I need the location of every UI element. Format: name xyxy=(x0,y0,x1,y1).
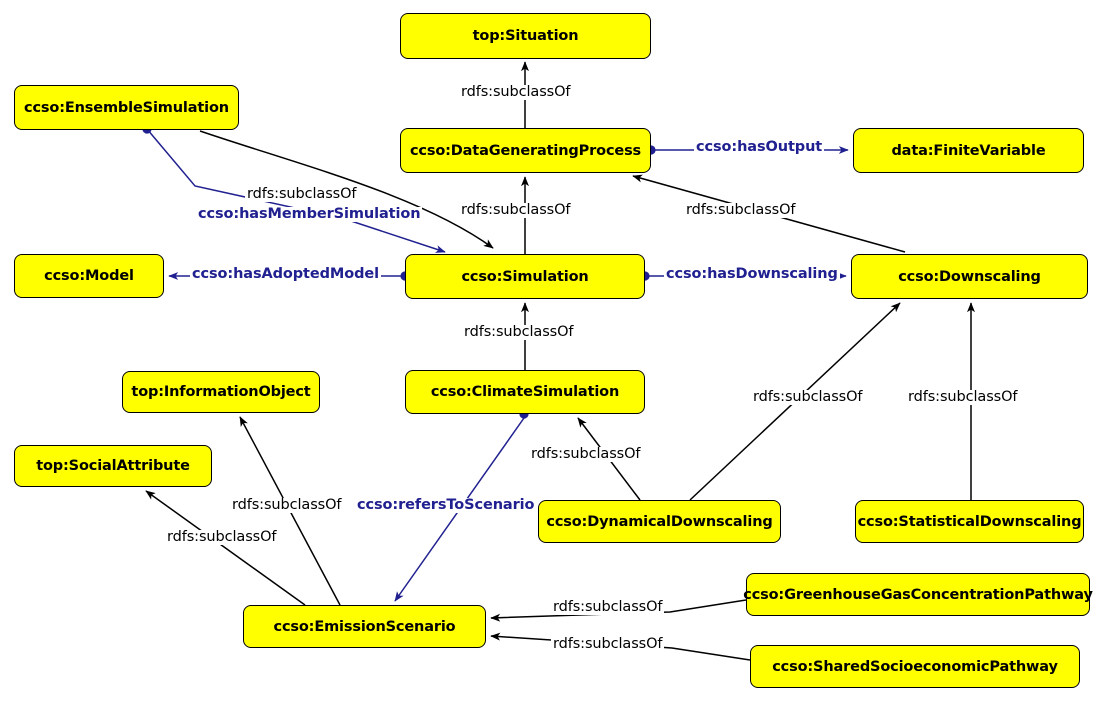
node-label: ccso:StatisticalDownscaling xyxy=(857,513,1082,530)
node-label: ccso:SharedSocioeconomicPathway xyxy=(772,658,1058,675)
edge-label-ghgpathway-subclassof-emissionscen: rdfs:subclassOf xyxy=(551,599,665,616)
edge-label-emissionscen-subclassof-infoobject: rdfs:subclassOf xyxy=(230,497,344,514)
edge-label-statdown-subclassof-downscaling: rdfs:subclassOf xyxy=(906,389,1020,406)
node-label: top:InformationObject xyxy=(131,384,311,400)
edge-label-dgp-hasoutput-finitevariable: ccso:hasOutput xyxy=(694,139,825,156)
node-label: ccso:DynamicalDownscaling xyxy=(546,513,773,530)
node-ccso-statisticaldownscaling[interactable]: ccso:StatisticalDownscaling xyxy=(855,500,1084,543)
node-ccso-simulation[interactable]: ccso:Simulation xyxy=(405,254,645,299)
node-label: ccso:Model xyxy=(44,268,134,284)
node-ccso-model[interactable]: ccso:Model xyxy=(14,254,164,298)
node-top-situation[interactable]: top:Situation xyxy=(400,13,651,59)
node-label: top:Situation xyxy=(472,28,579,44)
node-label: top:SocialAttribute xyxy=(36,458,190,474)
edge-label-simulation-hasadoptedmodel-model: ccso:hasAdoptedModel xyxy=(190,266,381,283)
node-ccso-dynamicaldownscaling[interactable]: ccso:DynamicalDownscaling xyxy=(538,500,781,543)
node-ccso-datageneratingprocess[interactable]: ccso:DataGeneratingProcess xyxy=(400,128,651,173)
edge-label-sspathway-subclassof-emissionscen: rdfs:subclassOf xyxy=(551,636,665,653)
node-ccso-climatesimulation[interactable]: ccso:ClimateSimulation xyxy=(405,370,645,414)
node-ccso-sharedsocioeconomicpathway[interactable]: ccso:SharedSocioeconomicPathway xyxy=(750,645,1080,688)
edge-label-ensemble-subclassof-simulation: rdfs:subclassOf xyxy=(245,186,359,203)
node-ccso-downscaling[interactable]: ccso:Downscaling xyxy=(851,254,1088,299)
node-ccso-ensemblesimulation[interactable]: ccso:EnsembleSimulation xyxy=(14,85,239,130)
node-top-socialattribute[interactable]: top:SocialAttribute xyxy=(14,445,212,487)
edge-label-dyndown-subclassof-climatesim: rdfs:subclassOf xyxy=(529,446,643,463)
node-label: ccso:EnsembleSimulation xyxy=(24,99,229,116)
node-data-finitevariable[interactable]: data:FiniteVariable xyxy=(853,128,1084,173)
edge-label-simulation-subclassof-dgp: rdfs:subclassOf xyxy=(459,202,573,219)
node-label: ccso:Downscaling xyxy=(898,268,1041,285)
node-top-informationobject[interactable]: top:InformationObject xyxy=(122,371,320,413)
node-ccso-emissionscenario[interactable]: ccso:EmissionScenario xyxy=(243,605,486,648)
node-label: data:FiniteVariable xyxy=(891,142,1046,159)
edge-label-dgp-subclassof-situation: rdfs:subclassOf xyxy=(459,84,573,101)
node-label: ccso:DataGeneratingProcess xyxy=(409,142,642,159)
node-label: ccso:ClimateSimulation xyxy=(430,384,620,400)
edge-label-downscaling-subclassof-dgp: rdfs:subclassOf xyxy=(684,202,798,219)
edge-label-climatesim-referstoscenario-emissionscen: ccso:refersToScenario xyxy=(355,497,537,514)
node-ccso-greenhousegasconcentrationpathway[interactable]: ccso:GreenhouseGasConcentrationPathway xyxy=(743,573,1093,616)
node-label: ccso:EmissionScenario xyxy=(273,618,456,635)
edge-label-climatesim-subclassof-simulation: rdfs:subclassOf xyxy=(462,324,576,341)
edge-label-simulation-hasdownscaling-downscaling: ccso:hasDownscaling xyxy=(664,266,840,283)
node-label: ccso:GreenhouseGasConcentrationPathway xyxy=(743,586,1093,603)
edge-label-emissionscen-subclassof-socialattr: rdfs:subclassOf xyxy=(165,529,279,546)
edge-label-dyndown-subclassof-downscaling: rdfs:subclassOf xyxy=(751,389,865,406)
node-label: ccso:Simulation xyxy=(461,268,589,285)
edge-label-ensemble-hasmembersimulation: ccso:hasMemberSimulation xyxy=(196,206,423,223)
